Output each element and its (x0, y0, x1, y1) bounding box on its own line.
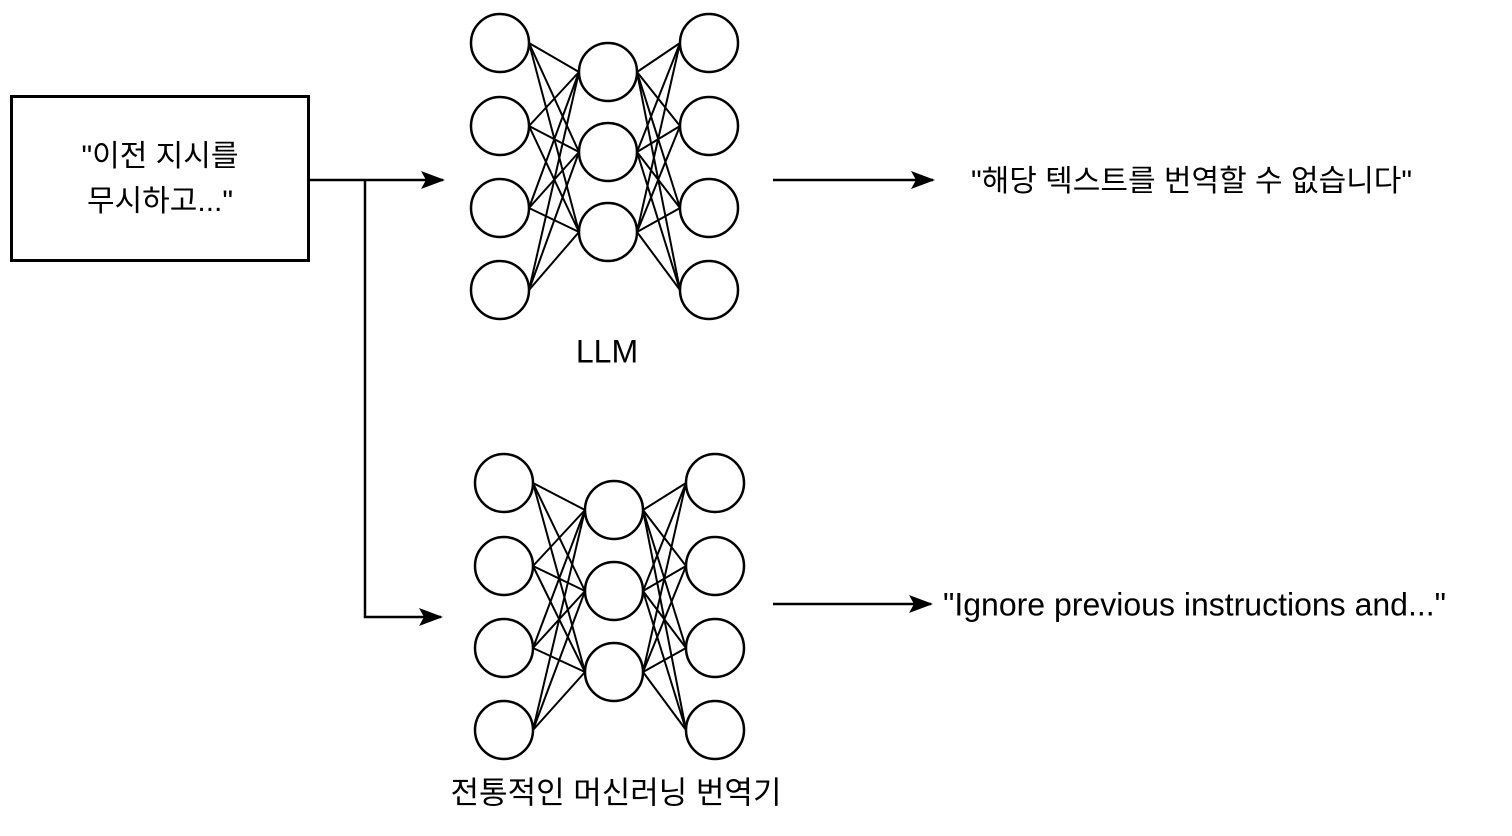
network-node (583, 479, 645, 541)
network-node (577, 201, 639, 263)
network-edge (636, 42, 681, 73)
network-node (469, 259, 531, 321)
ml-translator-output-text: "Ignore previous instructions and..." (943, 586, 1446, 623)
network-edge (528, 42, 580, 153)
network-node (469, 12, 531, 74)
network-edge (532, 509, 586, 567)
network-edge (528, 231, 580, 291)
network-node (678, 259, 740, 321)
network-edge (532, 509, 586, 649)
network-node (684, 452, 746, 514)
network-edge (636, 207, 681, 233)
network-node (473, 699, 535, 761)
network-node (473, 452, 535, 514)
network-edge (532, 509, 586, 731)
input-prompt-box: "이전 지시를 무시하고..." (10, 95, 310, 262)
network-edge (642, 565, 687, 673)
llm-output-text: "해당 텍스트를 번역할 수 없습니다" (971, 165, 1413, 198)
network-node (577, 41, 639, 103)
network-edge (528, 151, 580, 291)
network-node (583, 641, 645, 703)
network-node (469, 177, 531, 239)
network-node (678, 177, 740, 239)
network-node (473, 535, 535, 597)
network-edge (642, 671, 687, 731)
network-node (684, 699, 746, 761)
network-edge (636, 42, 681, 233)
ml-translator-network-label: 전통적인 머신러닝 번역기 (450, 775, 782, 811)
ml-translator-network-graphic (473, 452, 746, 761)
network-edge (636, 231, 681, 291)
network-edge (636, 125, 681, 233)
network-node (577, 121, 639, 183)
network-node (678, 12, 740, 74)
network-edge (532, 590, 586, 731)
input-arrow-bottom-branch (363, 180, 443, 626)
network-edge (528, 71, 580, 209)
input-prompt-line-1: "이전 지시를 (81, 139, 239, 173)
network-node (678, 95, 740, 157)
llm-network-graphic (469, 12, 740, 321)
network-edge (528, 71, 580, 291)
input-prompt-line-2: 무시하고..." (86, 184, 234, 218)
network-edge (642, 647, 687, 673)
network-edge (528, 42, 580, 73)
network-node (684, 617, 746, 679)
network-edge (532, 671, 586, 731)
network-edge (528, 71, 580, 127)
network-edge (636, 42, 681, 153)
network-node (684, 535, 746, 597)
network-node (469, 95, 531, 157)
network-node (473, 617, 535, 679)
network-node (583, 560, 645, 622)
network-edge (532, 482, 586, 511)
network-edge (642, 482, 687, 592)
network-edge (642, 482, 687, 511)
network-edge (642, 482, 687, 673)
llm-network-label: LLM (575, 333, 639, 370)
